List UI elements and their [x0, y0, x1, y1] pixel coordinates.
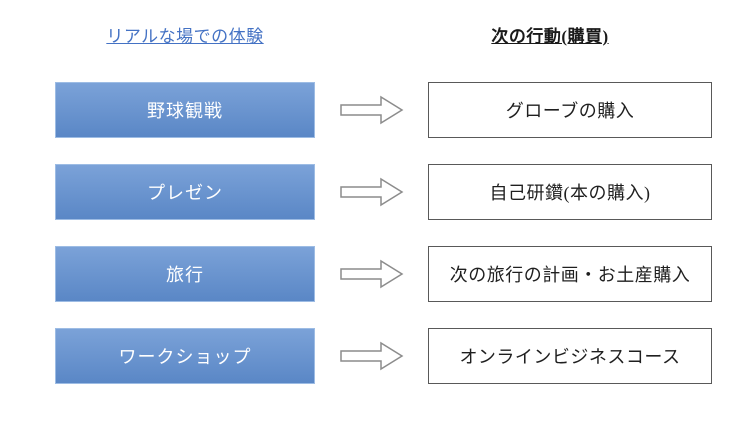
- action-box: グローブの購入: [428, 82, 712, 138]
- left-column-header: リアルな場での体験: [106, 27, 264, 46]
- right-arrow-icon: [315, 258, 428, 290]
- right-arrow-icon: [315, 176, 428, 208]
- right-arrow-icon: [315, 340, 428, 372]
- right-arrow-icon: [315, 94, 428, 126]
- flow-row: 野球観戦 グローブの購入: [55, 82, 712, 138]
- experience-box: ワークショップ: [55, 328, 315, 384]
- experience-box: 野球観戦: [55, 82, 315, 138]
- flow-row: 旅行 次の旅行の計画・お土産購入: [55, 246, 712, 302]
- experience-box: 旅行: [55, 246, 315, 302]
- action-box: 自己研鑽(本の購入): [428, 164, 712, 220]
- right-column-header: 次の行動(購買): [491, 27, 609, 46]
- flow-row: プレゼン 自己研鑽(本の購入): [55, 164, 712, 220]
- flow-row: ワークショップ オンラインビジネスコース: [55, 328, 712, 384]
- action-box: オンラインビジネスコース: [428, 328, 712, 384]
- action-box: 次の旅行の計画・お土産購入: [428, 246, 712, 302]
- experience-box: プレゼン: [55, 164, 315, 220]
